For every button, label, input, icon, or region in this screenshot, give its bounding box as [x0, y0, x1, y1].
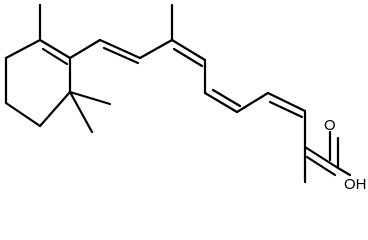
chain-double-bond [203, 91, 239, 114]
chain-double-bond [170, 38, 207, 62]
polyene-chain [68, 3, 340, 184]
chain-double-bond-inner [268, 100, 304, 119]
carboxylic-acid-group: O OH [324, 117, 367, 192]
ring-bond [38, 38, 72, 60]
hydroxyl-label: OH [344, 176, 367, 192]
chain-double-bond-inner [172, 47, 204, 68]
chain-double-bond [303, 145, 340, 170]
ring-bond [38, 90, 72, 128]
chain-bond [235, 91, 270, 114]
ring-bond [4, 38, 42, 60]
chain-double-bond-inner [211, 88, 242, 108]
chain-double-bond [266, 91, 307, 113]
oxygen-label: O [324, 117, 336, 134]
ring-methyl-groups [38, 3, 112, 134]
chain-bond [68, 38, 102, 60]
structure-canvas: O OH [4, 3, 367, 192]
chain-double-bond-inner [102, 46, 140, 65]
ring-bond [4, 101, 42, 128]
gem-dimethyl-bond [68, 90, 94, 134]
chain-bond [138, 38, 174, 60]
cyclohexene-ring [4, 38, 72, 128]
carbon-hydroxyl-bond [336, 166, 352, 177]
gem-dimethyl-bond [68, 90, 112, 106]
chain-double-bond [98, 38, 142, 60]
chain-double-bond-inner [305, 155, 337, 177]
skeletal-formula: O OH [4, 3, 367, 192]
ring-double-bond-inner [41, 47, 69, 66]
